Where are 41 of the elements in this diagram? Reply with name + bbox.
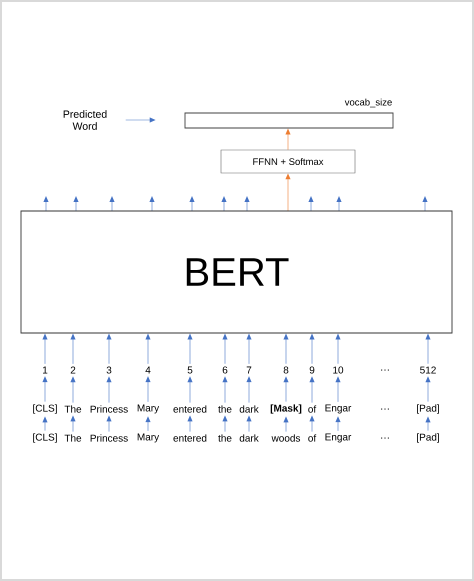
token-label: of — [308, 434, 316, 442]
token-label: Mary — [138, 434, 160, 442]
token-label: 2 — [70, 366, 76, 374]
token-label: 3 — [106, 366, 112, 374]
token-label: 1 — [43, 366, 48, 374]
token-label: Princess — [90, 434, 128, 442]
output-box — [184, 112, 394, 128]
token-label: of — [308, 405, 316, 413]
token-label: woods — [272, 434, 300, 442]
token-label: [Pad] — [417, 433, 439, 443]
layer-box: FFNN + Softmax — [220, 150, 356, 174]
token-label: dark — [240, 434, 259, 442]
token-label: [Mask] — [270, 404, 302, 414]
token-label: 512 — [420, 366, 436, 374]
token-label: [Pad] — [417, 404, 439, 414]
token-label: The — [64, 405, 82, 413]
model-box: BERT — [20, 210, 452, 334]
token-label: the — [218, 405, 232, 413]
token-label: 7 — [246, 366, 252, 374]
token-label: the — [218, 434, 232, 442]
token-label: The — [64, 434, 82, 442]
token-label: 5 — [188, 366, 192, 374]
token-label: Princess — [90, 405, 128, 413]
token-label: Mary — [138, 404, 160, 414]
token-label: entered — [173, 434, 206, 442]
ellipsis: … — [381, 369, 389, 371]
token-label: [CLS] — [33, 404, 57, 414]
token-label: 9 — [310, 366, 314, 374]
token-label: [CLS] — [33, 433, 57, 443]
token-label: 8 — [284, 366, 288, 374]
ellipsis: … — [381, 437, 389, 439]
token-label: 10 — [333, 366, 344, 374]
token-label: Engar — [325, 434, 352, 442]
node-label: Predicted Word — [64, 110, 106, 130]
token-label: 6 — [222, 366, 228, 374]
token-label: Engar — [325, 404, 352, 414]
token-label: entered — [173, 405, 206, 413]
token-label: 4 — [145, 366, 150, 374]
ellipsis: … — [381, 408, 389, 410]
size-label: vocab_size — [344, 98, 392, 108]
token-label: dark — [240, 405, 259, 413]
